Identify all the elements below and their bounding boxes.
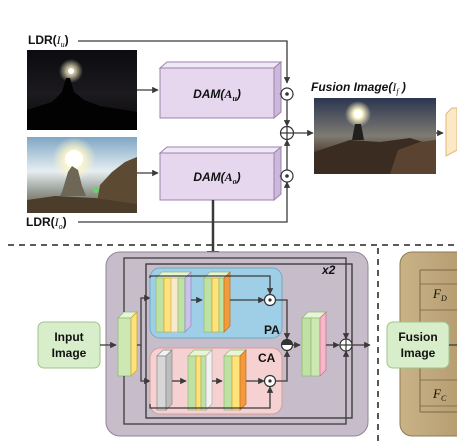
svg-text:Image: Image: [52, 346, 87, 360]
output-block-cube: [445, 107, 457, 157]
repeat-label: x2: [321, 263, 336, 277]
ca-pooling-block: [156, 349, 173, 411]
merge-operator: [280, 338, 294, 352]
ldr-overexposed-label: LDR(Io): [26, 215, 67, 231]
fused-photo: [314, 98, 436, 174]
underexposed-photo: [27, 50, 137, 130]
ldr-underexposed-label: LDR(Iu): [28, 33, 69, 49]
ca-label: CA: [258, 351, 276, 365]
residual-add-operator: [339, 338, 353, 352]
pa-multiply-operator: [263, 293, 277, 307]
fusion-image-label: Fusion Image(If ): [311, 80, 406, 96]
residual-arrow-top: [123, 257, 350, 340]
fd-label: FD: [432, 286, 447, 303]
fc-label: FC: [432, 386, 447, 403]
pa-conv-block-2: [203, 271, 231, 333]
multiply-operator-u: [280, 87, 294, 101]
input-image-box: Input Image: [37, 321, 101, 369]
overexposed-photo: [27, 137, 137, 213]
conv-block-input: [117, 311, 138, 377]
ca-conv-block-2: [223, 349, 247, 411]
pa-label: PA: [264, 323, 280, 337]
ca-multiply-operator: [263, 374, 277, 388]
dam-underexposed-block: DAM(Au): [158, 60, 283, 120]
add-operator: [279, 125, 295, 141]
pa-conv-block-1: [155, 271, 192, 333]
ca-conv-block-1: [187, 349, 213, 411]
residual-arrow-bottom: [123, 350, 350, 425]
svg-text:Image: Image: [401, 346, 436, 360]
skip-arrow-io: [78, 181, 291, 223]
svg-text:Input: Input: [54, 330, 83, 344]
dam-overexposed-block: DAM(Ao): [158, 145, 283, 202]
multiply-operator-o: [280, 169, 294, 183]
attention-frame: [145, 263, 353, 419]
svg-text:Fusion: Fusion: [398, 330, 437, 344]
svg-text:DAM(Au): DAM(Au): [193, 87, 241, 103]
conv-block-output: [301, 311, 327, 377]
svg-text:DAM(Ao): DAM(Ao): [193, 170, 240, 186]
skip-arrow-iu: [78, 40, 291, 84]
fusion-image-box: Fusion Image: [386, 321, 450, 369]
